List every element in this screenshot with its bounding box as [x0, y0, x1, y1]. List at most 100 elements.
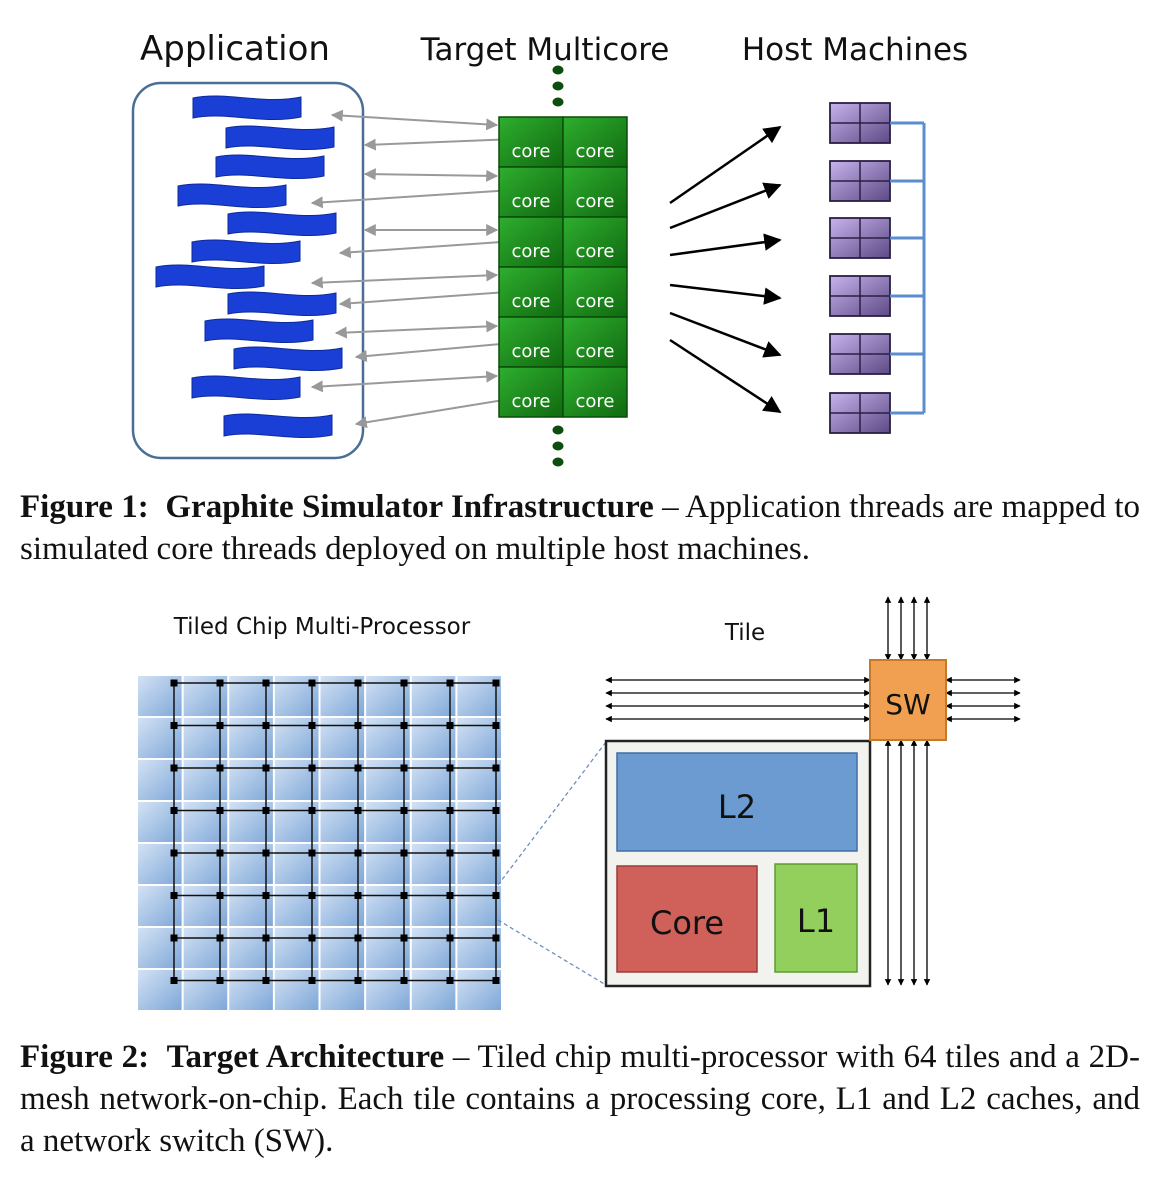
- host-arrow-2: [669, 182, 782, 230]
- mesh-router-node: [308, 849, 316, 857]
- mesh-router-node: [492, 679, 500, 687]
- mesh-router-node: [170, 807, 178, 814]
- mesh-router-node: [216, 977, 224, 984]
- mesh-router-node: [216, 722, 224, 729]
- host-arrow-5: [669, 311, 782, 358]
- thread-9: [204, 318, 314, 344]
- core-cell-label: core: [512, 291, 551, 312]
- core-cell-label: core: [512, 241, 551, 262]
- mesh-router-node: [400, 934, 408, 942]
- host-machine-3: [829, 217, 891, 259]
- thread-core-arrow-11: [310, 370, 499, 393]
- mesh-router-node: [400, 849, 408, 857]
- switch-block: [869, 659, 947, 741]
- thread-7: [155, 264, 265, 290]
- core-cell-label: core: [576, 191, 615, 212]
- ellipsis-dot: [552, 457, 564, 467]
- figure-1-title: Graphite Simulator Infrastructure: [165, 489, 654, 525]
- host-machine-5: [829, 333, 891, 375]
- host-arrow-6: [669, 338, 782, 414]
- host-network-link: [890, 121, 926, 415]
- mesh-router-node: [216, 807, 224, 814]
- mesh-router-node: [216, 849, 224, 857]
- figure-2-caption: Figure 2: Target Architecture – Tiled ch…: [20, 1036, 1140, 1162]
- mesh-router-node: [354, 892, 362, 899]
- mesh-router-node: [446, 679, 454, 687]
- chip-tile: [457, 970, 501, 1010]
- mesh-router-node: [446, 807, 454, 814]
- mesh-router-node: [216, 679, 224, 687]
- mesh-router-node: [446, 892, 454, 899]
- mesh-router-node: [354, 977, 362, 984]
- mesh-router-node: [170, 679, 178, 687]
- core-cell-label: core: [512, 391, 551, 412]
- mesh-router-node: [446, 934, 454, 942]
- figures-canvas: Application Target Multicore Host Machin…: [131, 29, 1021, 1010]
- host-mapping-arrows: [669, 125, 782, 414]
- mesh-router-node: [262, 892, 270, 899]
- switch-links: [605, 596, 1021, 986]
- target-multicore-label: Target Multicore: [420, 32, 670, 68]
- mesh-router-node: [262, 849, 270, 857]
- core-cell-label: core: [576, 141, 615, 162]
- host-machine-6: [829, 392, 891, 434]
- mesh-router-node: [492, 849, 500, 857]
- core-cell: [562, 216, 628, 268]
- core-cell-label: core: [576, 341, 615, 362]
- thread-10: [233, 346, 343, 372]
- chip-tile: [366, 970, 410, 1010]
- chip-tile: [320, 970, 365, 1010]
- chip-tile: [411, 928, 456, 968]
- thread-4: [177, 183, 287, 209]
- thread-5: [227, 211, 337, 237]
- mesh-router-node: [170, 764, 178, 772]
- mesh-router-node: [354, 679, 362, 687]
- mesh-router-node: [354, 807, 362, 814]
- host-arrow-1: [669, 125, 782, 205]
- figure-2-caption-text: – Tiled chip multi-processor with 64 til…: [20, 1039, 1141, 1159]
- chip-tile: [138, 970, 182, 1010]
- mesh-router-node: [308, 977, 316, 984]
- core-cell-label: core: [576, 291, 615, 312]
- chip-tile: [366, 928, 410, 968]
- figure-1-caption-text: – Application threads are mapped to simu…: [20, 489, 1141, 567]
- ellipsis-dot: [552, 65, 564, 75]
- core-cell-label: core: [576, 391, 615, 412]
- host-machine-1: [829, 102, 891, 144]
- mesh-router-node: [308, 764, 316, 772]
- core-cell: [498, 166, 564, 218]
- mesh-router-node: [170, 849, 178, 857]
- mesh-router-node: [446, 849, 454, 857]
- chip-tile: [138, 928, 182, 968]
- thread-12: [223, 413, 333, 439]
- mesh-router-node: [400, 722, 408, 729]
- mesh-router-node: [400, 764, 408, 772]
- mesh-router-node: [446, 722, 454, 729]
- mesh-router-node: [446, 764, 454, 772]
- mesh-router-node: [308, 934, 316, 942]
- mesh-router-node: [216, 892, 224, 899]
- mesh-router-node: [170, 977, 178, 984]
- thread-11: [191, 375, 301, 401]
- mesh-router-node: [308, 807, 316, 814]
- l1-label: L1: [797, 902, 835, 940]
- mesh-router-node: [400, 807, 408, 814]
- core-cell: [562, 366, 628, 418]
- host-arrow-4: [669, 283, 782, 305]
- mesh-router-node: [492, 977, 500, 984]
- tile-label: Tile: [724, 620, 765, 646]
- figure-2-title: Target Architecture: [166, 1039, 445, 1075]
- tiled-chip-label: Tiled Chip Multi-Processor: [173, 614, 471, 640]
- mesh-router-node: [492, 892, 500, 899]
- mesh-router-node: [492, 807, 500, 814]
- mesh-router-node: [492, 722, 500, 729]
- mesh-router-node: [262, 807, 270, 814]
- ellipsis-dot: [552, 441, 564, 451]
- thread-6: [191, 239, 301, 265]
- host-machines: [829, 102, 891, 434]
- host-machine-2: [829, 160, 891, 202]
- mesh-router-node: [262, 764, 270, 772]
- thread-8: [227, 291, 337, 317]
